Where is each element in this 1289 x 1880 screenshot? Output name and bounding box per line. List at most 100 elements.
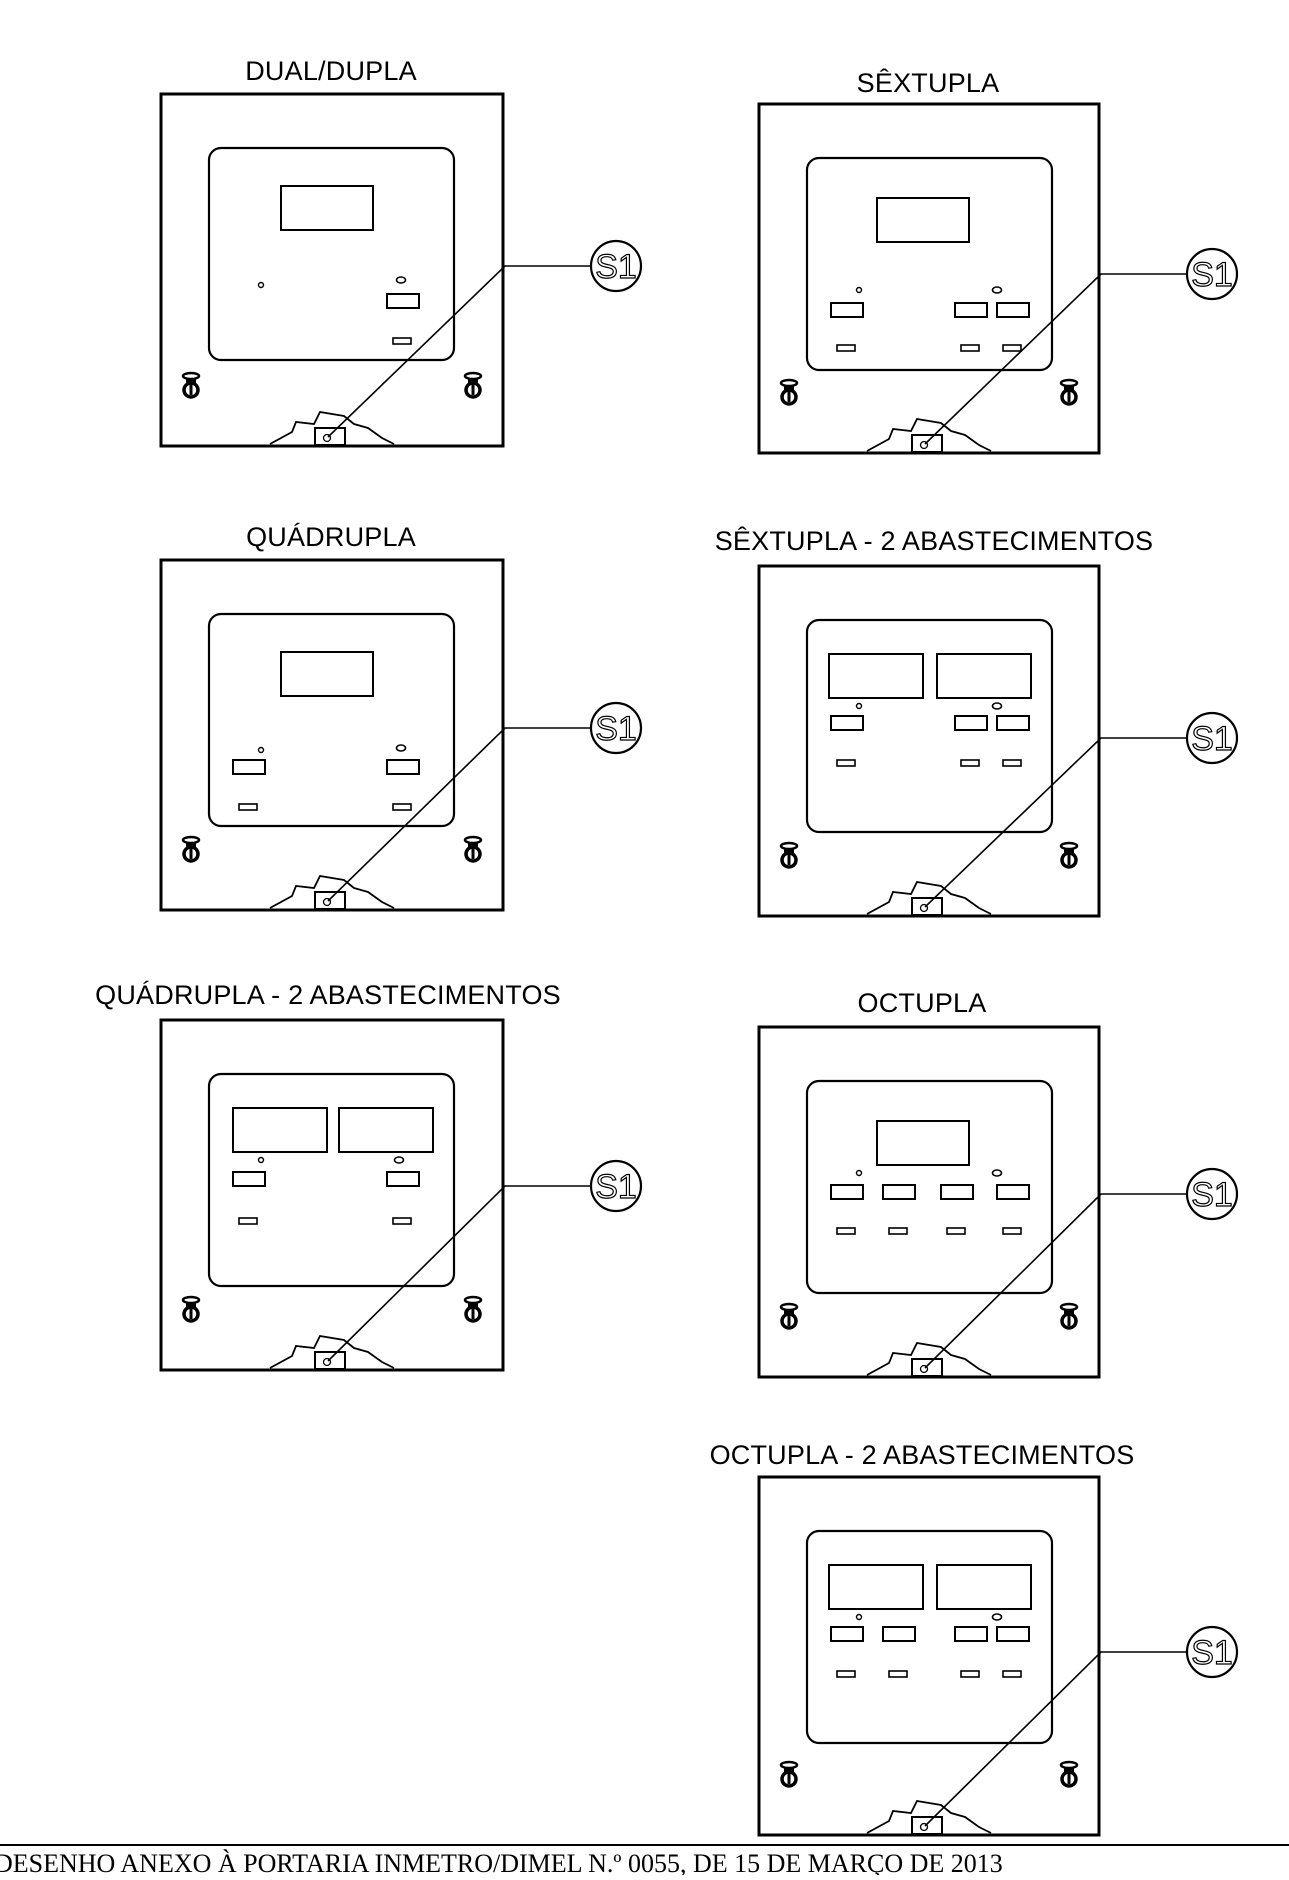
nozzle-selector-button	[882, 1184, 916, 1200]
panel-title-sextupla: SÊXTUPLA	[856, 68, 1000, 98]
seal-callout-label: S1	[595, 710, 637, 748]
indicator-led	[257, 281, 265, 289]
display-screen-frame	[805, 156, 1054, 372]
price-display-window	[876, 1120, 970, 1166]
indicator-led	[257, 1156, 265, 1164]
display-screen-frame	[207, 146, 456, 362]
nozzle-selector-button	[996, 302, 1030, 318]
indicator-led	[855, 702, 863, 710]
broken-section-outline	[866, 881, 992, 915]
leader-line	[924, 1651, 1187, 1827]
footer-rule	[0, 1844, 1289, 1846]
seal-point	[919, 903, 929, 913]
seal-nut-icon	[1059, 1302, 1079, 1330]
price-display-window	[828, 653, 924, 699]
nozzle-slot	[960, 1670, 980, 1678]
nozzle-slot	[1002, 759, 1022, 767]
nozzle-slot	[960, 759, 980, 767]
seal-housing	[314, 427, 346, 446]
indicator-led	[991, 702, 1003, 710]
indicator-led	[395, 276, 407, 284]
seal-nut-icon	[779, 1760, 799, 1788]
broken-section-outline	[269, 1335, 395, 1369]
nozzle-selector-button	[386, 759, 420, 775]
seal-point	[919, 440, 929, 450]
panel-title-octupla-2-abastecimentos: OCTUPLA - 2 ABASTECIMENTOS	[709, 1440, 1135, 1470]
price-display-window	[338, 1107, 434, 1153]
cabinet-frame	[757, 102, 1101, 455]
indicator-led	[991, 1613, 1003, 1621]
seal-point	[322, 433, 332, 443]
nozzle-slot	[392, 1217, 412, 1225]
nozzle-selector-button	[954, 302, 988, 318]
display-screen-frame	[805, 618, 1054, 834]
leader-line	[327, 1185, 591, 1362]
nozzle-selector-button	[996, 1184, 1030, 1200]
nozzle-selector-button	[830, 715, 864, 731]
seal-callout-label: S1	[1191, 720, 1233, 758]
seal-housing	[314, 1351, 346, 1370]
broken-section-outline	[269, 875, 395, 909]
display-screen-frame	[805, 1529, 1054, 1745]
price-display-window	[280, 185, 374, 231]
seal-nut-icon	[181, 1295, 201, 1323]
nozzle-selector-button	[954, 1626, 988, 1642]
panel-title-quadrupla-2-abastecimentos: QUÁDRUPLA - 2 ABASTECIMENTOS	[95, 980, 561, 1010]
display-screen-frame	[207, 1072, 456, 1288]
seal-nut-icon	[779, 841, 799, 869]
leader-line	[924, 273, 1187, 445]
seal-callout-label: S1	[1191, 256, 1233, 294]
footer-caption: DESENHO ANEXO À PORTARIA INMETRO/DIMEL N…	[0, 1849, 1003, 1875]
indicator-led	[991, 286, 1003, 294]
dispenser-panel-octupla-2-abastecimentos: S1	[757, 1475, 1239, 1837]
nozzle-slot	[1002, 1670, 1022, 1678]
nozzle-selector-button	[232, 759, 266, 775]
nozzle-slot	[946, 1227, 966, 1235]
seal-housing	[911, 897, 943, 916]
nozzle-slot	[1002, 1227, 1022, 1235]
seal-point	[919, 1364, 929, 1374]
cabinet-frame	[757, 1025, 1101, 1379]
seal-nut-icon	[463, 835, 483, 863]
price-display-window	[828, 1564, 924, 1610]
dispenser-panel-sextupla-2-abastecimentos: S1	[757, 564, 1239, 918]
nozzle-slot	[960, 344, 980, 352]
seal-nut-icon	[181, 835, 201, 863]
nozzle-selector-button	[940, 1184, 974, 1200]
dispenser-panel-dual-dupla: S1	[159, 92, 643, 448]
price-display-window	[876, 197, 970, 243]
panel-title-quadrupla: QUÁDRUPLA	[246, 522, 416, 552]
nozzle-selector-button	[830, 302, 864, 318]
price-display-window	[936, 653, 1032, 699]
seal-housing	[911, 1816, 943, 1835]
nozzle-selector-button	[232, 1171, 266, 1187]
nozzle-slot	[888, 1227, 908, 1235]
seal-nut-icon	[463, 371, 483, 399]
nozzle-slot	[392, 337, 412, 345]
leader-line	[924, 737, 1187, 908]
nozzle-selector-button	[882, 1626, 916, 1642]
panel-title-octupla: OCTUPLA	[857, 988, 987, 1018]
price-display-window	[232, 1107, 328, 1153]
seal-callout-bubble	[1185, 247, 1239, 301]
indicator-led	[855, 1613, 863, 1621]
seal-housing	[314, 891, 346, 910]
indicator-led	[395, 744, 407, 752]
nozzle-selector-button	[830, 1184, 864, 1200]
leader-line	[924, 1193, 1187, 1369]
seal-point	[322, 897, 332, 907]
dispenser-panel-quadrupla-2-abastecimentos: S1	[159, 1018, 643, 1372]
nozzle-selector-button	[830, 1626, 864, 1642]
broken-section-outline	[269, 411, 395, 445]
cabinet-frame	[757, 564, 1101, 918]
dispenser-panel-quadrupla: S1	[159, 558, 643, 912]
cabinet-frame	[159, 92, 505, 448]
indicator-led	[855, 1169, 863, 1177]
indicator-led	[991, 1169, 1003, 1177]
cabinet-frame	[159, 1018, 505, 1372]
price-display-window	[936, 1564, 1032, 1610]
seal-callout-label: S1	[595, 1168, 637, 1206]
price-display-window	[280, 651, 374, 697]
leader-line	[327, 727, 591, 902]
